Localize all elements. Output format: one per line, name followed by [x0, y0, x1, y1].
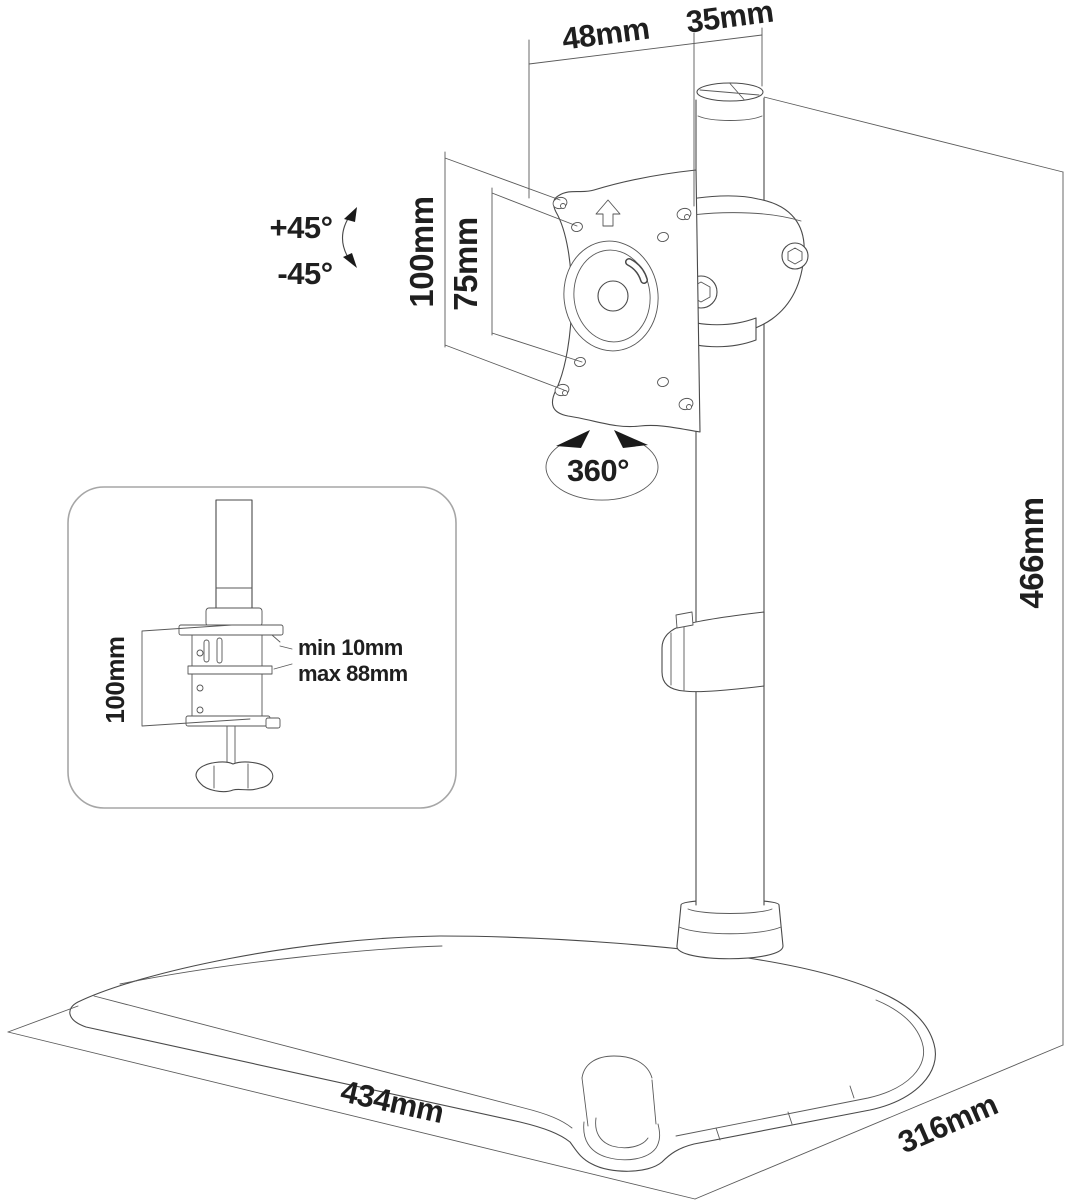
pole-base-collar: [676, 899, 784, 960]
dim-base-depth-label: 316mm: [893, 1087, 1003, 1161]
dim-swivel-label: 360°: [567, 453, 629, 488]
tilt-arc-arrow-icon: [341, 207, 357, 268]
dim-height-label: 466mm: [1013, 497, 1050, 608]
dim-clamp-height-label: 100mm: [100, 636, 130, 723]
dim-desk-max-label: max 88mm: [298, 661, 408, 686]
dim-pole-offset-label: 48mm: [560, 11, 651, 57]
dim-vesa-inner-label: 75mm: [447, 217, 484, 310]
dim-desk-min-label: min 10mm: [298, 635, 403, 660]
vesa-screw-holes: [552, 196, 694, 411]
tilt-indicator: +45° -45°: [270, 207, 357, 291]
clamp-inset: 100mm min 10mm max 88mm: [67, 486, 457, 809]
dim-tilt-up-label: +45°: [270, 210, 333, 245]
orientation-up-arrow-icon: [595, 199, 621, 227]
vesa-dimensions: 100mm 75mm: [403, 151, 583, 391]
cable-clip: [661, 611, 765, 693]
vesa-plate: [551, 169, 701, 433]
dim-tilt-down-label: -45°: [277, 256, 332, 291]
rotation-arrow-icon: [556, 430, 648, 448]
height-dimension: 466mm: [763, 96, 1064, 1046]
inset-box: [67, 486, 457, 809]
rotation-indicator: 360°: [545, 430, 659, 501]
base-plate: [69, 935, 936, 1172]
dim-vesa-outer-label: 100mm: [403, 196, 440, 307]
top-dimensions: 48mm 35mm: [528, 0, 775, 207]
base-cable-channel: [581, 1055, 661, 1161]
rotation-ellipse: [545, 439, 659, 501]
